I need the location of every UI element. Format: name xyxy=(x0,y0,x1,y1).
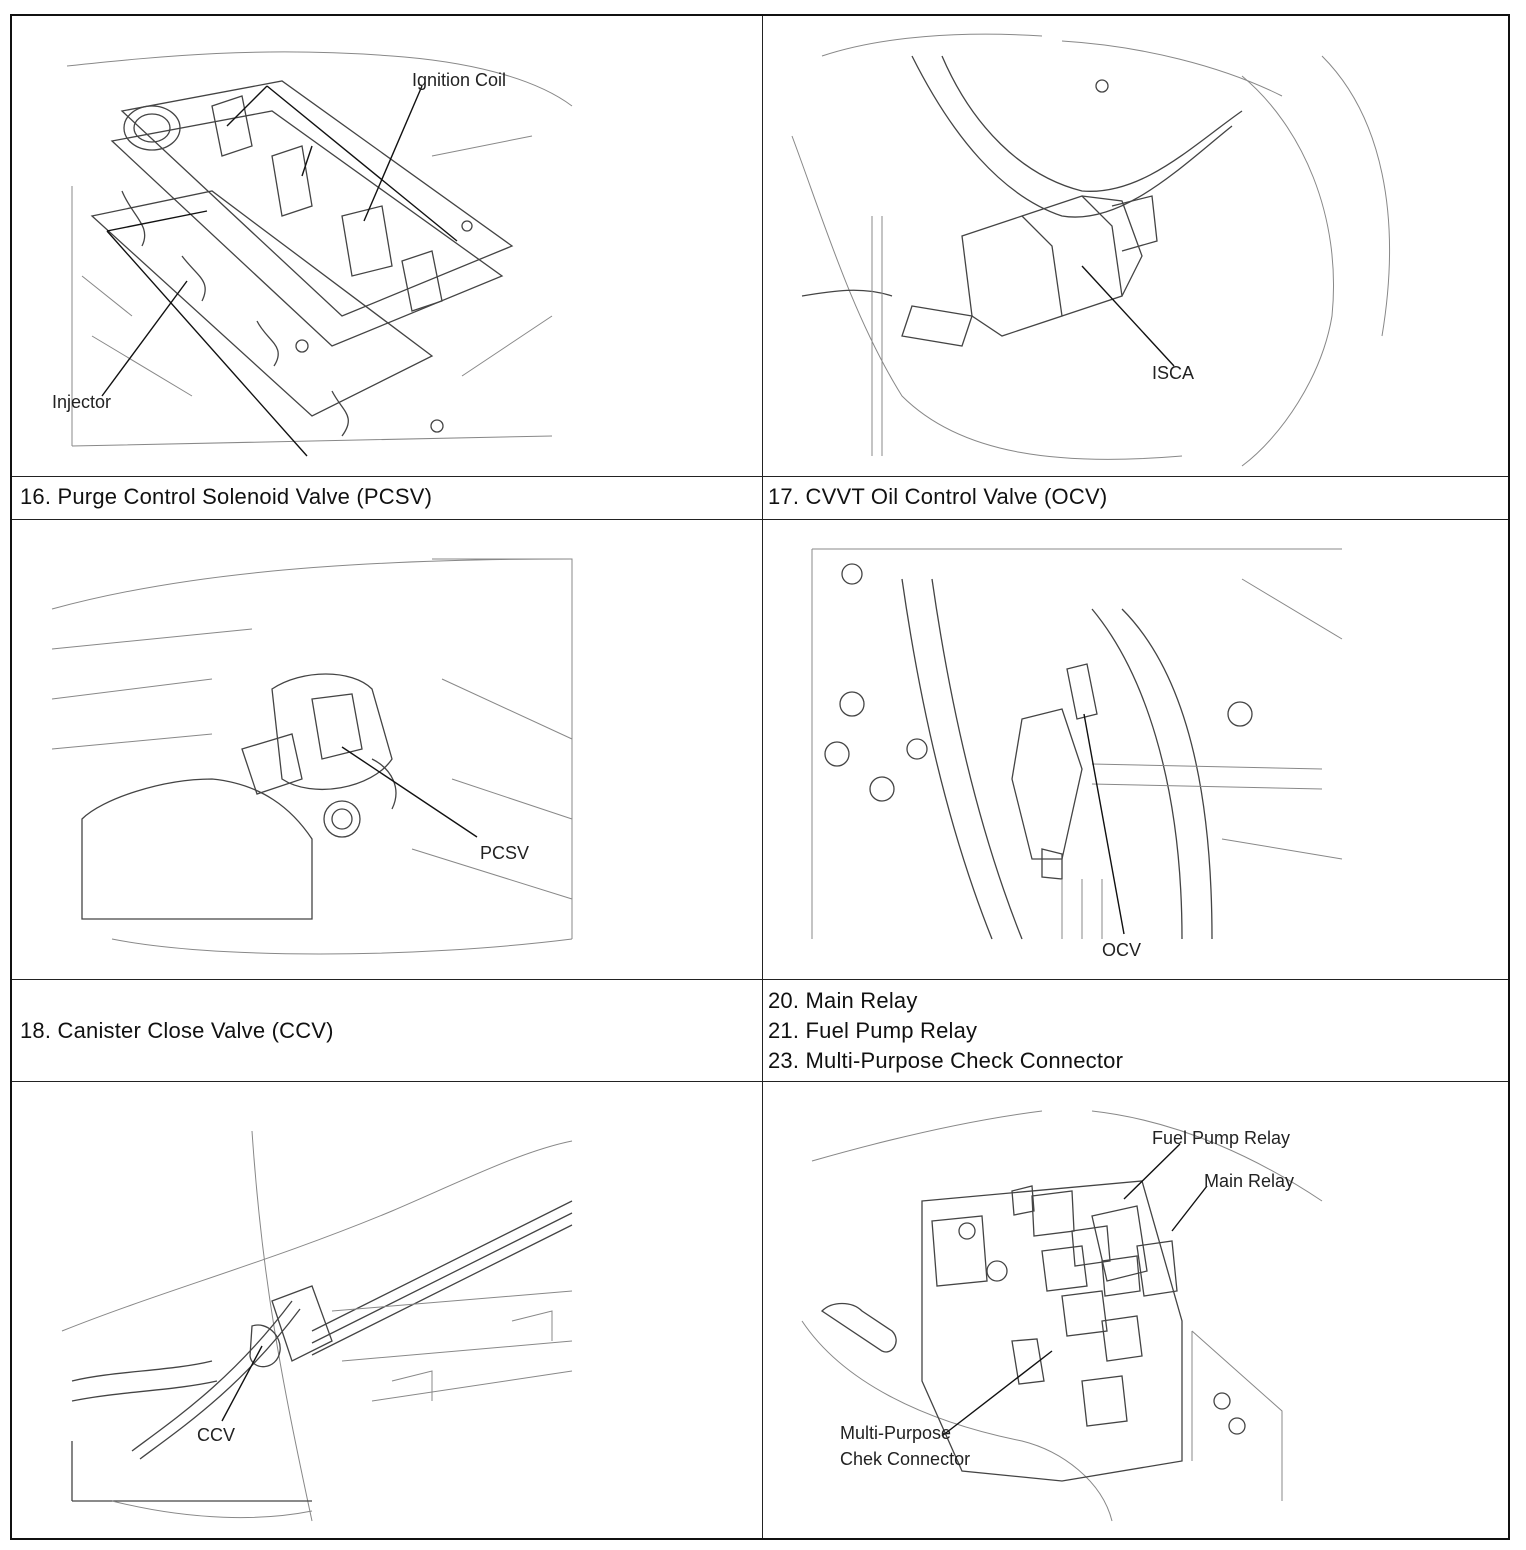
row-divider xyxy=(12,1081,1508,1082)
ccv-label: CCV xyxy=(197,1425,235,1445)
pcsv-label: PCSV xyxy=(480,843,529,863)
engine-drawing xyxy=(51,558,573,955)
pcsv-figure: PCSV xyxy=(51,558,573,955)
caption-text: 23. Multi-Purpose Check Connector xyxy=(768,1048,1124,1073)
caption-text: 21. Fuel Pump Relay xyxy=(768,1018,978,1043)
column-divider xyxy=(762,16,763,1538)
pcsv-leader xyxy=(341,746,478,838)
row-divider xyxy=(12,519,1508,520)
ocv-leader xyxy=(1083,713,1125,935)
caption-ocv: 17. CVVT Oil Control Valve (OCV) xyxy=(768,482,1107,512)
ocv-label: OCV xyxy=(1102,940,1141,960)
connector-label-line1: Multi-Purpose xyxy=(840,1423,951,1443)
ccv-leader xyxy=(221,1345,263,1422)
relay-box-figure: Fuel Pump Relay Main Relay Multi-Purpose… xyxy=(801,1110,1323,1522)
row-divider xyxy=(12,979,1508,980)
chassis-drawing xyxy=(61,1130,573,1522)
fuel-pump-relay-label: Fuel Pump Relay xyxy=(1152,1128,1290,1148)
row-divider xyxy=(12,476,1508,477)
isca-leader xyxy=(1081,265,1175,367)
ignition-coil-injector-figure: Ignition Coil Injector xyxy=(52,51,573,457)
caption-text: 17. CVVT Oil Control Valve (OCV) xyxy=(768,484,1108,509)
isca-figure: ISCA xyxy=(791,33,1390,467)
leader-lines xyxy=(101,85,458,457)
isca-label: ISCA xyxy=(1152,363,1194,383)
component-location-table: 16. Purge Control Solenoid Valve (PCSV) … xyxy=(10,14,1510,1540)
ccv-figure: CCV xyxy=(61,1130,573,1522)
main-relay-label: Main Relay xyxy=(1204,1171,1294,1191)
caption-text: 16. Purge Control Solenoid Valve (PCSV) xyxy=(20,484,433,509)
caption-text: 18. Canister Close Valve (CCV) xyxy=(20,1018,334,1043)
caption-ccv: 18. Canister Close Valve (CCV) xyxy=(20,1016,334,1046)
engine-drawing xyxy=(66,51,573,447)
caption-text: 20. Main Relay xyxy=(768,988,918,1013)
ignition-coil-label: Ignition Coil xyxy=(412,70,506,90)
ocv-figure: OCV xyxy=(811,548,1343,960)
caption-pcsv: 16. Purge Control Solenoid Valve (PCSV) xyxy=(20,482,432,512)
caption-relays: 20. Main Relay 21. Fuel Pump Relay 23. M… xyxy=(768,986,1123,1076)
engine-drawing xyxy=(791,33,1390,467)
leader-lines xyxy=(941,1143,1208,1437)
connector-label-line2: Chek Connector xyxy=(840,1449,970,1469)
injector-label: Injector xyxy=(52,392,111,412)
fuse-box-drawing xyxy=(801,1110,1323,1522)
engine-drawing xyxy=(811,548,1343,940)
